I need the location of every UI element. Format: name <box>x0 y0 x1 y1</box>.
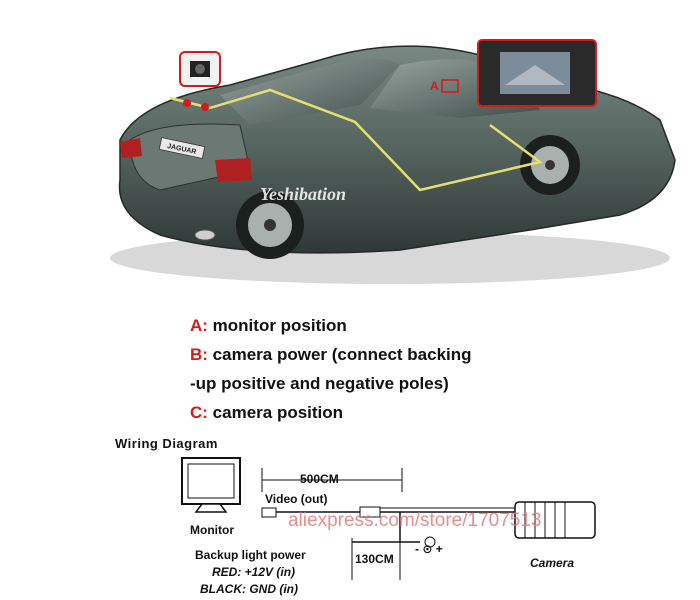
marker-a: A <box>430 79 439 93</box>
monitor-icon <box>181 457 241 513</box>
length-500cm-label: 500CM <box>300 472 339 486</box>
car-wiring-illustration: JAGUAR A Yeshibation <box>110 39 676 284</box>
red-wire-label: RED: +12V (in) <box>212 565 296 579</box>
wiring-diagram-title: Wiring Diagram <box>115 436 218 451</box>
rear-wheel <box>236 191 304 259</box>
wiring-guide-line <box>169 88 543 192</box>
camera-icon <box>514 501 596 539</box>
camera-label: Camera <box>530 556 575 570</box>
store-watermark: aliexpress.com/store/1707513 <box>288 510 542 531</box>
marker-c-dot <box>201 103 209 111</box>
backup-power-label: Backup light power <box>195 548 306 562</box>
legend-b-continued: -up positive and negative poles) <box>190 374 449 393</box>
car-rear-window <box>220 58 400 125</box>
front-wheel <box>520 135 580 195</box>
legend-b: B: camera power (connect backing <box>190 345 472 364</box>
wiring-diagram <box>181 457 596 580</box>
monitor-label: Monitor <box>190 523 234 537</box>
polarity-symbol: - ⊙ + <box>415 542 443 556</box>
black-wire-label: BLACK: GND (in) <box>200 582 298 596</box>
marker-b-dot <box>183 99 191 107</box>
legend-a: A: monitor position <box>190 316 347 335</box>
video-out-label: Video (out) <box>265 492 328 506</box>
brand-watermark: Yeshibation <box>260 184 346 204</box>
legend-c: C: camera position <box>190 403 344 422</box>
length-130cm-label: 130CM <box>355 552 394 566</box>
